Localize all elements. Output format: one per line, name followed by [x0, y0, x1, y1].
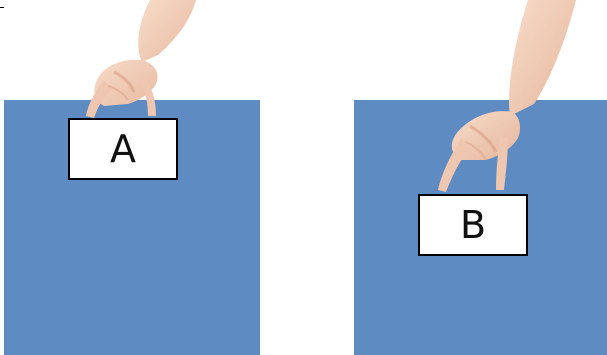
hand-holding-card-b-icon — [0, 0, 607, 355]
diagram-canvas: A B — [0, 0, 607, 355]
